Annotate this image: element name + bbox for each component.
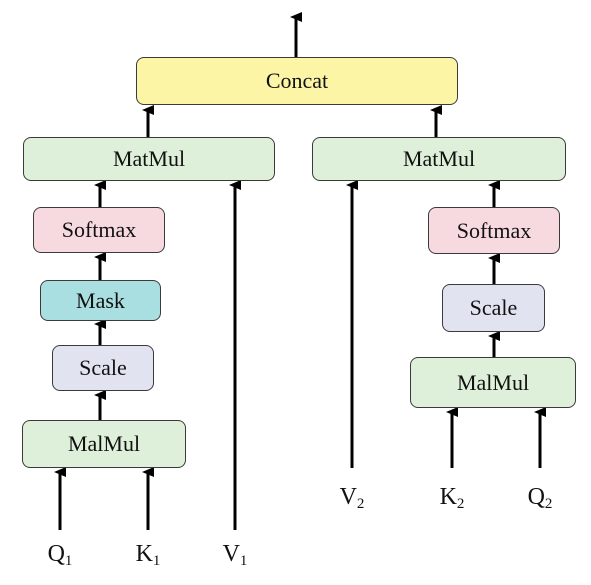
left-malmul-label: MalMul (67, 431, 141, 456)
right-malmul-label: MalMul (456, 369, 530, 395)
input-k2-label: K2 (439, 484, 465, 512)
input-v1-label: V1 (222, 541, 248, 569)
left-mask-label: Mask (76, 287, 125, 313)
left-matmul-label: MatMul (112, 146, 186, 171)
right-scale-box: Scale (442, 284, 545, 332)
right-softmax-box: Softmax (428, 207, 560, 254)
left-softmax-label: Softmax (61, 217, 137, 242)
left-malmul-box: MalMul (22, 420, 186, 468)
right-malmul-box: MalMul (410, 357, 576, 408)
concat-box: Concat (136, 57, 458, 105)
input-q2-label: Q2 (527, 484, 553, 512)
right-matmul-label: MatMul (402, 146, 476, 171)
right-matmul-box: MatMul (312, 137, 566, 181)
left-mask-box: Mask (40, 280, 161, 321)
concat-label: Concat (265, 68, 329, 93)
input-k1-label: K1 (135, 541, 161, 569)
left-matmul-box: MatMul (23, 137, 275, 181)
input-q1-label: Q1 (47, 541, 73, 569)
left-scale-box: Scale (52, 345, 154, 391)
right-scale-label: Scale (469, 295, 518, 320)
input-v2-label: V2 (339, 484, 365, 512)
left-scale-label: Scale (79, 355, 127, 380)
right-softmax-label: Softmax (456, 217, 532, 243)
left-softmax-box: Softmax (33, 207, 165, 253)
